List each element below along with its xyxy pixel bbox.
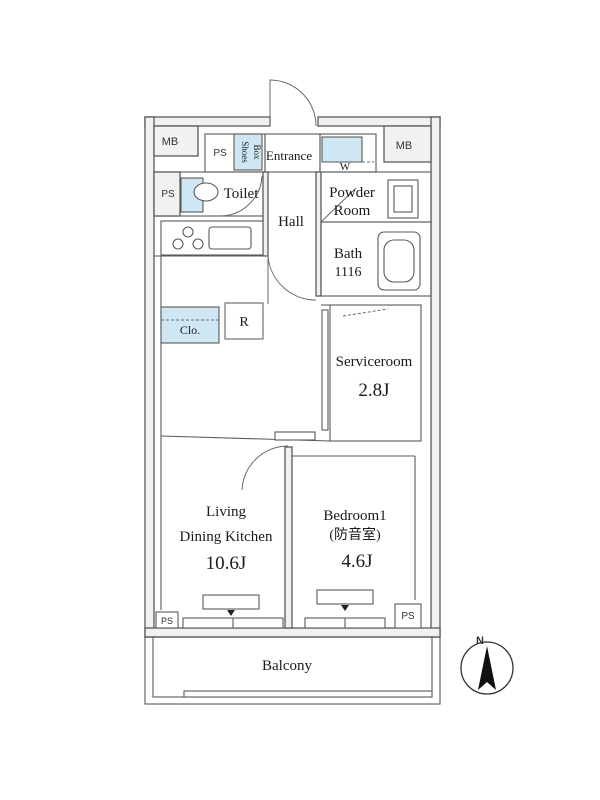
meter-boxes <box>153 125 432 163</box>
shoes-box-label-2: Box <box>252 144 262 160</box>
ldk-label-2: Dining Kitchen <box>180 529 273 545</box>
bath-label-2: 1116 <box>335 265 362 280</box>
compass-label: N <box>476 635 484 647</box>
ac-unit-ldk <box>202 594 260 610</box>
mb-left-label: MB <box>162 136 179 148</box>
ac-unit-bedroom <box>316 589 374 605</box>
bedroom-note: (防音室) <box>329 526 381 543</box>
room-labels: MB MB PS PS PS PS Shoes Box Entrance W T… <box>161 136 415 674</box>
ps-top-label: PS <box>213 148 227 159</box>
powder-room-label-2: Room <box>334 203 371 219</box>
ldk-label-1: Living <box>206 504 246 520</box>
exterior-walls <box>144 116 441 705</box>
washer-space <box>321 136 363 163</box>
balcony-label: Balcony <box>262 658 312 674</box>
ps-bottom-left-label: PS <box>161 616 173 626</box>
ps-bottom-right-label: PS <box>401 611 415 622</box>
refrigerator-label: R <box>239 315 249 330</box>
stove-icon <box>172 226 204 250</box>
doors <box>219 79 389 491</box>
entrance-label: Entrance <box>266 148 312 163</box>
hall-label: Hall <box>278 214 304 230</box>
north-compass-icon: N <box>460 635 514 695</box>
w-label: W <box>340 161 351 173</box>
closet-label: Clo. <box>180 323 200 337</box>
shoes-box <box>233 133 263 171</box>
powder-room-label-1: Powder <box>329 185 375 201</box>
ps-left-label: PS <box>161 189 175 200</box>
serviceroom-label: Serviceroom <box>336 354 413 370</box>
closet <box>160 306 220 344</box>
shoes-box-label-1: Shoes <box>240 141 250 163</box>
fixtures <box>160 133 421 616</box>
bedroom-size: 4.6J <box>341 551 372 572</box>
serviceroom-size: 2.8J <box>358 380 389 401</box>
mb-right-label: MB <box>396 140 413 152</box>
ldk-size: 10.6J <box>206 553 247 574</box>
toilet-label: Toilet <box>224 186 260 202</box>
refrigerator <box>224 302 264 340</box>
bedroom-label: Bedroom1 <box>323 508 386 524</box>
bath-label-1: Bath <box>334 246 363 262</box>
